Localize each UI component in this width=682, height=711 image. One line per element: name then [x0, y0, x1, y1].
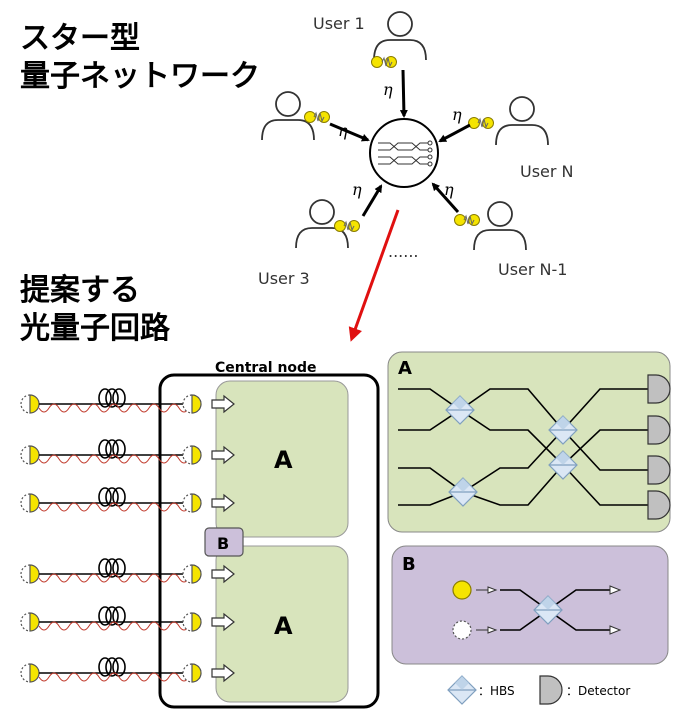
- channel-5: [20, 606, 235, 632]
- photon-pair-usern1: [454, 214, 480, 226]
- photon-pair-usern: [468, 117, 494, 129]
- panel-b-detail: [391, 545, 669, 665]
- channel-4: [20, 558, 235, 584]
- eta-label-5: η: [444, 180, 454, 199]
- user-1-label: User 1: [313, 14, 365, 33]
- panel-b-vacuum: [452, 620, 472, 640]
- legend-hbs-icon: [447, 675, 477, 705]
- photon-pair-left: [304, 111, 330, 123]
- link-arrow-user3: [361, 184, 383, 217]
- panel-a-detector-3: [647, 455, 671, 485]
- channel-3: [20, 487, 235, 513]
- eta-label-2: η: [338, 121, 348, 140]
- channel-6: [20, 657, 235, 683]
- panel-b-letter: B: [402, 554, 416, 575]
- link-arrow-usern1: [431, 182, 460, 213]
- user-n1-label: User N-1: [498, 260, 567, 279]
- module-a-top-label: A: [274, 446, 293, 474]
- central-hub: [369, 118, 439, 188]
- channel-1: [20, 388, 235, 414]
- legend-detector-label: ：Detector: [566, 684, 630, 698]
- title-star-line1: スター型: [20, 21, 140, 56]
- ellipsis: ......: [388, 242, 419, 261]
- panel-a-detector-4: [647, 490, 671, 520]
- channels: [20, 388, 235, 683]
- hub-circuit-icon: [378, 140, 433, 167]
- central-node-label: Central node: [215, 360, 317, 376]
- panel-a-detector-1: [647, 374, 671, 404]
- channel-2: [20, 439, 235, 465]
- panel-b-photon: [452, 580, 472, 600]
- title-circuit-line2: 光量子回路: [20, 311, 171, 346]
- legend-detector-icon: [539, 675, 563, 705]
- zoom-arrow: [348, 209, 400, 342]
- photon-pair-user1: [371, 56, 397, 68]
- panel-a-letter: A: [398, 358, 412, 379]
- user-1-icon: [373, 11, 427, 61]
- title-star-line2: 量子ネットワーク: [20, 59, 260, 94]
- user-3-label: User 3: [258, 269, 310, 288]
- user-n-label: User N: [520, 162, 574, 181]
- module-b-small: [204, 527, 244, 557]
- eta-label-3: η: [452, 105, 462, 124]
- legend-hbs-label: ：HBS: [478, 684, 515, 698]
- user-n-icon: [495, 96, 549, 146]
- eta-label-4: η: [352, 180, 362, 199]
- link-arrow-user1: [399, 69, 408, 118]
- eta-label-1: η: [383, 80, 393, 99]
- panel-a-circuit: [398, 388, 648, 506]
- module-a-bottom-label: A: [274, 612, 293, 640]
- link-arrow-left: [329, 122, 370, 142]
- user-n1-icon: [473, 201, 527, 251]
- photon-pair-user3: [334, 220, 360, 232]
- panel-a-detector-2: [647, 415, 671, 445]
- link-arrow-usern: [438, 123, 471, 143]
- title-circuit-line1: 提案する: [20, 273, 140, 308]
- module-b-small-label: B: [217, 534, 229, 553]
